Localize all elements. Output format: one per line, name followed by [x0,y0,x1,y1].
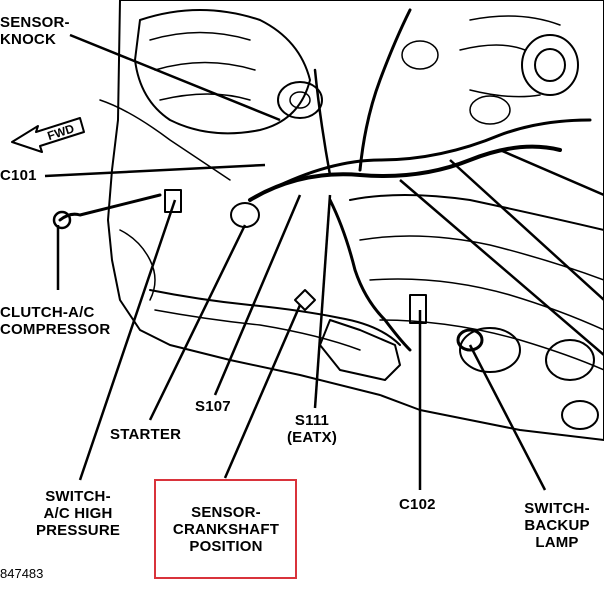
leader-s111 [313,194,332,409]
leader-crankshaft [223,304,302,479]
leader-switch-ac-high-pressure [78,199,177,481]
leader-s107 [213,194,302,396]
label-starter: STARTER [110,426,182,443]
crankshaft-highlight-box [154,479,297,579]
leader-harness-right-1 [399,179,604,356]
leader-starter [148,224,247,421]
fwd-arrow-icon: FWD [11,117,85,153]
label-switch-backup-lamp: SWITCH- BACKUP LAMP [524,500,590,551]
label-sensor-crankshaft-position: SENSOR- CRANKSHAFT POSITION [172,504,280,555]
label-s111: S111 (EATX) [286,412,338,446]
label-clutch-ac-compressor: CLUTCH-A/C COMPRESSOR [0,304,111,338]
label-sensor-knock: SENSOR- KNOCK [0,14,70,48]
leader-sensor-knock [69,33,281,122]
leader-harness-right-3 [499,148,604,197]
label-s107: S107 [195,398,231,415]
label-c101: C101 [0,167,37,184]
leader-c101 [44,163,266,178]
label-switch-ac-high-pressure: SWITCH- A/C HIGH PRESSURE [35,488,121,539]
label-c102: C102 [399,496,436,513]
leader-lines [44,33,604,491]
figure-id: 847483 [0,566,44,581]
leader-harness-right-2 [449,159,604,301]
leader-backup-lamp [468,344,547,491]
